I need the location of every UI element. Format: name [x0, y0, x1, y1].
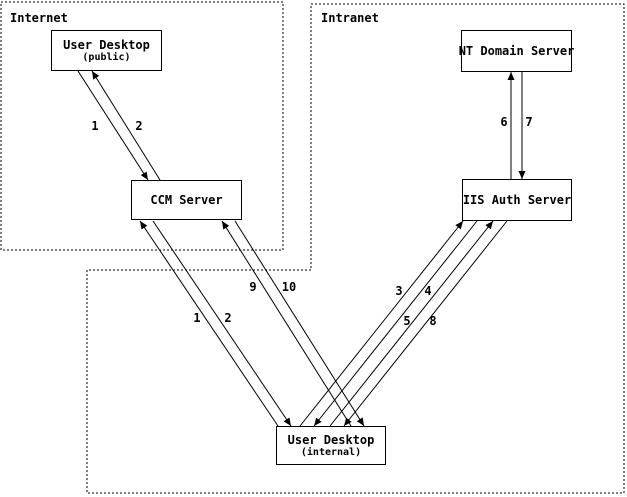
edge-label-1: 1 — [91, 119, 99, 133]
region-label-intranet: Intranet — [321, 11, 379, 25]
node-nt-domain-server: NT Domain Server — [458, 30, 575, 72]
region-label-internet: Internet — [10, 11, 68, 25]
edge-label-7: 7 — [525, 115, 533, 129]
node-title: User Desktop — [63, 37, 150, 52]
edge-4-arrow — [313, 220, 478, 427]
node-title: CCM Server — [150, 192, 223, 207]
edge-label-1: 1 — [193, 311, 201, 325]
edge-8-arrow — [343, 220, 508, 427]
node-title: IIS Auth Server — [462, 192, 572, 207]
edge-label-2: 2 — [224, 311, 232, 325]
edge-1-arrow — [139, 220, 279, 427]
node-user-desktop-public: User Desktop (public) — [51, 30, 162, 71]
region-intranet-outline — [86, 3, 625, 494]
edge-label-9: 9 — [249, 280, 257, 294]
node-ccm-server: CCM Server — [131, 180, 242, 220]
edge-label-3: 3 — [395, 284, 403, 298]
edge-2-arrow — [91, 70, 161, 181]
node-subtitle: (internal) — [300, 446, 362, 458]
edge-1-arrow — [77, 70, 149, 181]
region-internet-outline — [0, 1, 284, 251]
edge-label-2: 2 — [135, 119, 143, 133]
edge-label-10: 10 — [281, 280, 297, 294]
edge-2-arrow — [152, 220, 292, 427]
edge-label-4: 4 — [424, 284, 432, 298]
edge-3-arrow — [299, 220, 464, 427]
node-user-desktop-internal: User Desktop (internal) — [276, 426, 386, 465]
edge-5-arrow — [329, 220, 494, 427]
node-title: User Desktop — [287, 432, 375, 447]
edge-label-5: 5 — [403, 314, 411, 328]
edge-label-8: 8 — [429, 314, 437, 328]
node-iis-auth-server: IIS Auth Server — [462, 179, 572, 221]
edge-9-arrow — [221, 220, 352, 427]
node-title: NT Domain Server — [458, 43, 575, 58]
edge-10-arrow — [234, 220, 365, 427]
node-subtitle: (public) — [82, 51, 131, 63]
edge-label-6: 6 — [500, 115, 508, 129]
